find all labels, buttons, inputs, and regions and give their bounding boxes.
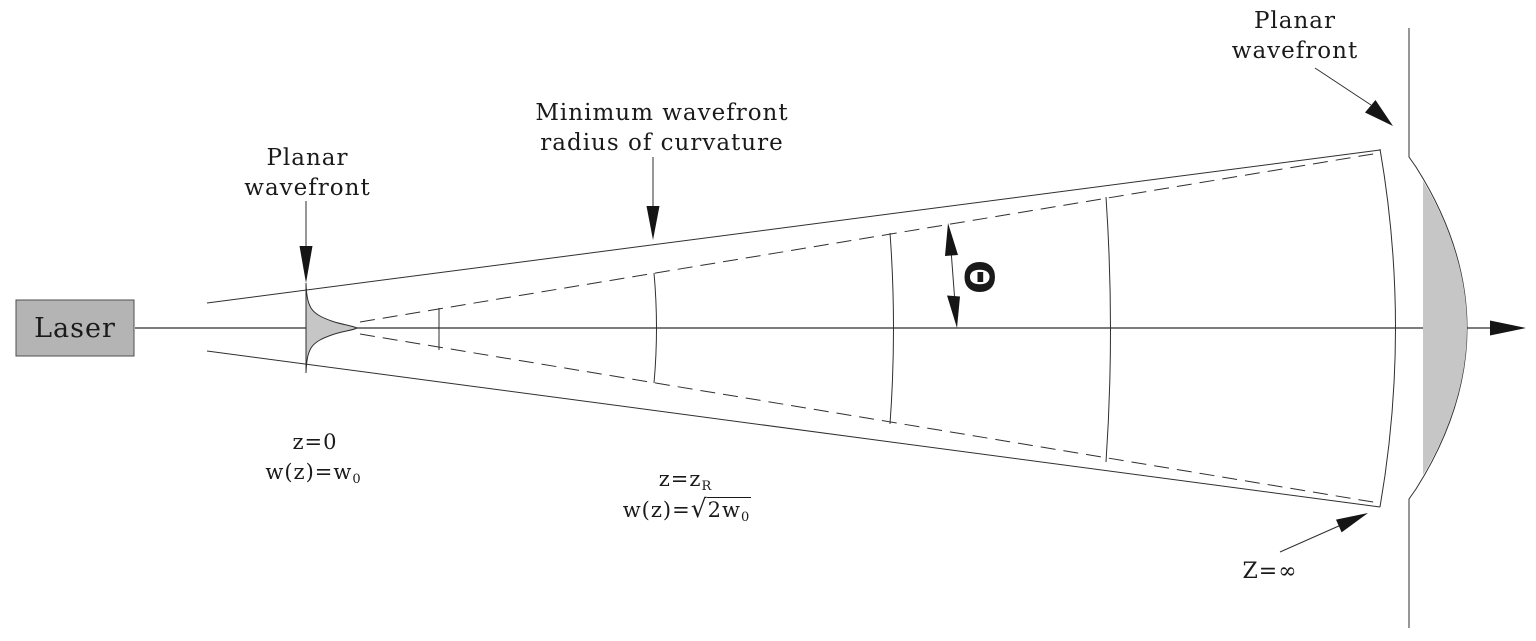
radicand-group: 2w0: [706, 497, 752, 525]
z-equals-0-label: z=0: [292, 430, 338, 454]
min-radius-line1: Minimum wavefront: [535, 100, 789, 126]
waist-width-pre: w(z)=w: [265, 460, 353, 484]
radicand-text: 2w: [707, 498, 742, 522]
planar-right-line1: Planar: [1253, 8, 1337, 34]
wavefront-4-arc: [1105, 196, 1111, 463]
planar-wavefront-left-label: Planar wavefront: [225, 143, 390, 204]
far-wavefront-shaded-segment: [1423, 181, 1467, 475]
planar-left-arrowhead-icon: [299, 246, 313, 283]
rayleigh-z-sub: R: [701, 479, 712, 494]
wavefront-5-arc: [1379, 148, 1396, 508]
rayleigh-width-label: w(z)=√2w0: [612, 492, 762, 526]
divergence-angle-symbol: Θ: [955, 259, 1001, 294]
planar-wavefront-right-label: Planar wavefront: [1210, 6, 1380, 67]
wavefront-3-arc: [889, 232, 894, 425]
rayleigh-z-pre: z=z: [658, 467, 702, 491]
theta-up-arrowhead-icon: [945, 223, 958, 256]
beam-envelope-upper-line: [206, 149, 1381, 304]
planar-right-arrow-line: [1314, 67, 1372, 106]
planar-left-line2: wavefront: [244, 175, 371, 202]
planar-left-line1: Planar: [266, 145, 349, 171]
z-infinity-arrowhead-icon: [1336, 513, 1368, 533]
waist-gaussian-profile: [305, 282, 359, 374]
planar-right-arrowhead-icon: [1365, 100, 1393, 126]
rayleigh-z-label: z=zR: [640, 466, 730, 495]
z-infinity-arrow-line: [1279, 524, 1342, 553]
beam-envelope-lower-line: [206, 350, 1381, 508]
z-infinity-label: Z=∞: [1242, 559, 1298, 584]
laser-box: [15, 299, 135, 357]
theta-arrow-shaft-line: [950, 249, 956, 304]
min-radius-label: Minimum wavefront radius of curvature: [532, 98, 792, 159]
radicand-sub: 0: [741, 510, 750, 525]
asymptote-upper-dashed-line: [359, 152, 1380, 323]
waist-width-label: w(z)=w0: [248, 459, 378, 488]
radical-sign: √: [690, 494, 707, 523]
laser-label: Laser: [34, 312, 116, 344]
wavefront-2-arc: [653, 272, 657, 384]
planar-right-line2: wavefront: [1231, 38, 1359, 65]
rayleigh-width-pre: w(z)=: [622, 498, 691, 522]
waist-width-sub: 0: [352, 472, 361, 487]
min-radius-line2: radius of curvature: [540, 130, 784, 157]
theta-down-arrowhead-icon: [947, 295, 960, 328]
axis-arrowhead-icon: [1490, 320, 1526, 336]
asymptote-lower-dashed-line: [359, 333, 1380, 504]
min-radius-arrowhead-icon: [646, 206, 660, 240]
